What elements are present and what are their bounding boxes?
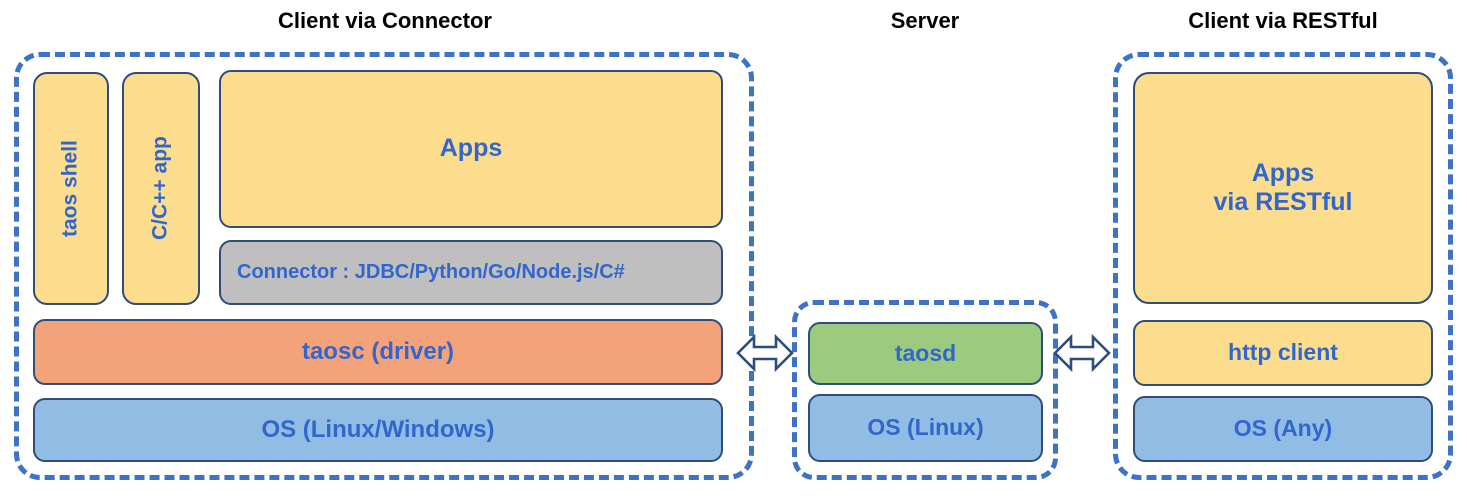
panel-server (792, 300, 1058, 480)
panel-title-client-restful: Client via RESTful (1188, 8, 1378, 33)
box-taos-shell[interactable]: taos shell (33, 72, 109, 305)
panel-client-via-restful (1113, 52, 1453, 480)
box-apps[interactable]: Apps (219, 70, 723, 228)
box-taosd[interactable]: taosd (808, 322, 1043, 385)
box-http-client[interactable]: http client (1133, 320, 1433, 386)
box-taosc-driver[interactable]: taosc (driver) (33, 319, 723, 385)
panel-title-client-connector: Client via Connector (278, 8, 492, 33)
box-os-any[interactable]: OS (Any) (1133, 396, 1433, 462)
arrow-connector-to-server-icon (736, 326, 794, 380)
box-apps-via-restful[interactable]: Apps via RESTful (1133, 72, 1433, 304)
panel-client-via-connector (14, 52, 754, 480)
box-os-linux[interactable]: OS (Linux) (808, 394, 1043, 462)
box-connector[interactable]: Connector : JDBC/Python/Go/Node.js/C# (219, 240, 723, 305)
panel-title-server: Server (890, 8, 960, 33)
box-c-cpp-app[interactable]: C/C++ app (122, 72, 200, 305)
box-os-linux-windows[interactable]: OS (Linux/Windows) (33, 398, 723, 462)
arrow-server-to-restful-icon (1053, 326, 1111, 380)
